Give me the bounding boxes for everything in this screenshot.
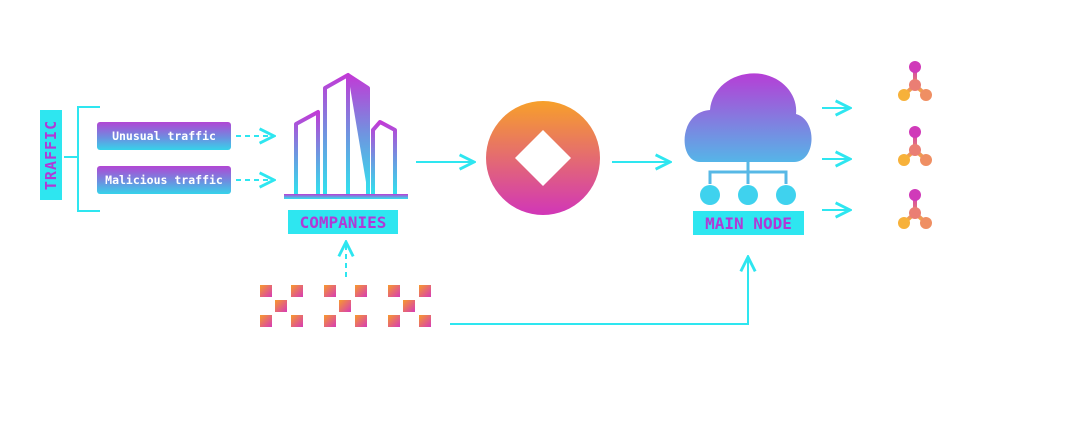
diamond-coin-icon	[486, 101, 600, 215]
molecule-node-icon	[898, 126, 932, 166]
companies-label: COMPANIES	[288, 210, 398, 234]
traffic-bracket	[64, 106, 100, 212]
traffic-label-text: TRAFFIC	[42, 119, 60, 191]
molecule-node-icon	[898, 189, 932, 229]
unusual-traffic-pill: Unusual traffic	[97, 122, 231, 150]
cloud-network-icon	[684, 73, 812, 205]
arrow-pixels-to-main-node	[450, 257, 748, 325]
malicious-traffic-pill: Malicious traffic	[97, 166, 231, 194]
molecule-node-icon	[898, 61, 932, 101]
buildings-icon	[284, 73, 408, 199]
pixel-pattern-icon	[260, 285, 431, 327]
traffic-label: TRAFFIC	[40, 110, 62, 200]
main-node-label: MAIN NODE	[693, 211, 804, 235]
